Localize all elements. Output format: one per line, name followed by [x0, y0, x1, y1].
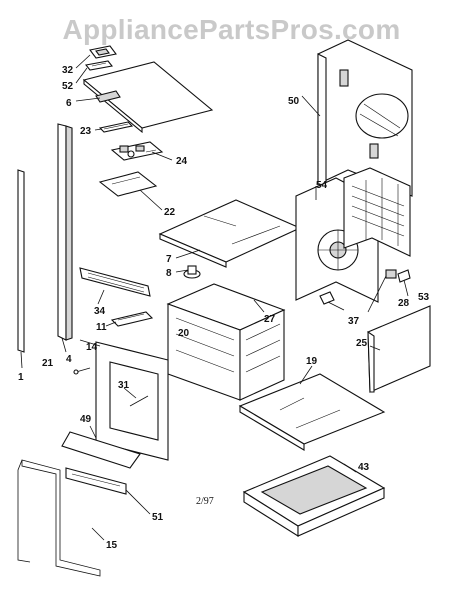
callout-6: 6: [66, 98, 72, 109]
part-1-door-seal: [17, 169, 25, 353]
callout-25: 25: [356, 338, 368, 349]
part-52-strip: [84, 60, 114, 71]
diagram-revision-code: 2/97: [196, 496, 214, 507]
part-23-bracket: [98, 121, 134, 133]
part-37-clip: [319, 291, 335, 305]
part-11-bracket: [110, 311, 154, 327]
part-14-door-frame: [95, 341, 169, 461]
part-8-sensor: [183, 265, 201, 279]
callout-28: 28: [398, 298, 410, 309]
part-19-tray: [238, 373, 386, 451]
part-4-screw: [73, 367, 91, 375]
callout-31: 31: [118, 380, 130, 391]
callout-34: 34: [94, 306, 106, 317]
callout-37: 37: [348, 316, 360, 327]
part-22-plate: [98, 171, 158, 197]
callout-1: 1: [18, 372, 24, 383]
part-21-side-trim: [57, 123, 73, 341]
callout-52: 52: [62, 81, 74, 92]
part-49-lower-trim: [61, 431, 141, 469]
part-7-divider-panel: [158, 199, 302, 268]
callout-14: 14: [86, 342, 98, 353]
callout-49: 49: [80, 414, 92, 425]
callout-4: 4: [66, 354, 72, 365]
watermark-text: AppliancePartsPros.com: [62, 14, 401, 45]
callout-8: 8: [166, 268, 172, 279]
callout-23: 23: [80, 126, 92, 137]
callout-20: 20: [178, 328, 190, 339]
part-24-control-board: [110, 141, 164, 161]
part-28-switch: [385, 269, 397, 279]
callout-54: 54: [316, 180, 328, 191]
callout-11: 11: [96, 322, 107, 333]
part-43-bottom-pan: [242, 455, 386, 537]
part-27-oven-cavity: [166, 283, 286, 401]
callout-27: 27: [264, 314, 276, 325]
callout-7: 7: [166, 254, 172, 265]
part-51-vent: [65, 467, 127, 495]
part-32-bracket: [89, 45, 117, 59]
callout-22: 22: [164, 207, 176, 218]
part-15-gasket: [17, 459, 101, 577]
part-53-clip: [397, 269, 411, 283]
callout-51: 51: [152, 512, 164, 523]
callout-24: 24: [176, 156, 188, 167]
callout-21: 21: [42, 358, 54, 369]
leader-lines: [20, 54, 409, 541]
callout-50: 50: [288, 96, 300, 107]
part-34-vent: [79, 267, 151, 297]
callout-19: 19: [306, 356, 318, 367]
callout-53: 53: [418, 292, 430, 303]
part-6-top-panel: [82, 61, 214, 134]
callout-15: 15: [106, 540, 118, 551]
callout-32: 32: [62, 65, 74, 76]
callout-43: 43: [358, 462, 370, 473]
part-50-rear-panel: [317, 39, 413, 197]
part-54-grille: [343, 167, 411, 257]
